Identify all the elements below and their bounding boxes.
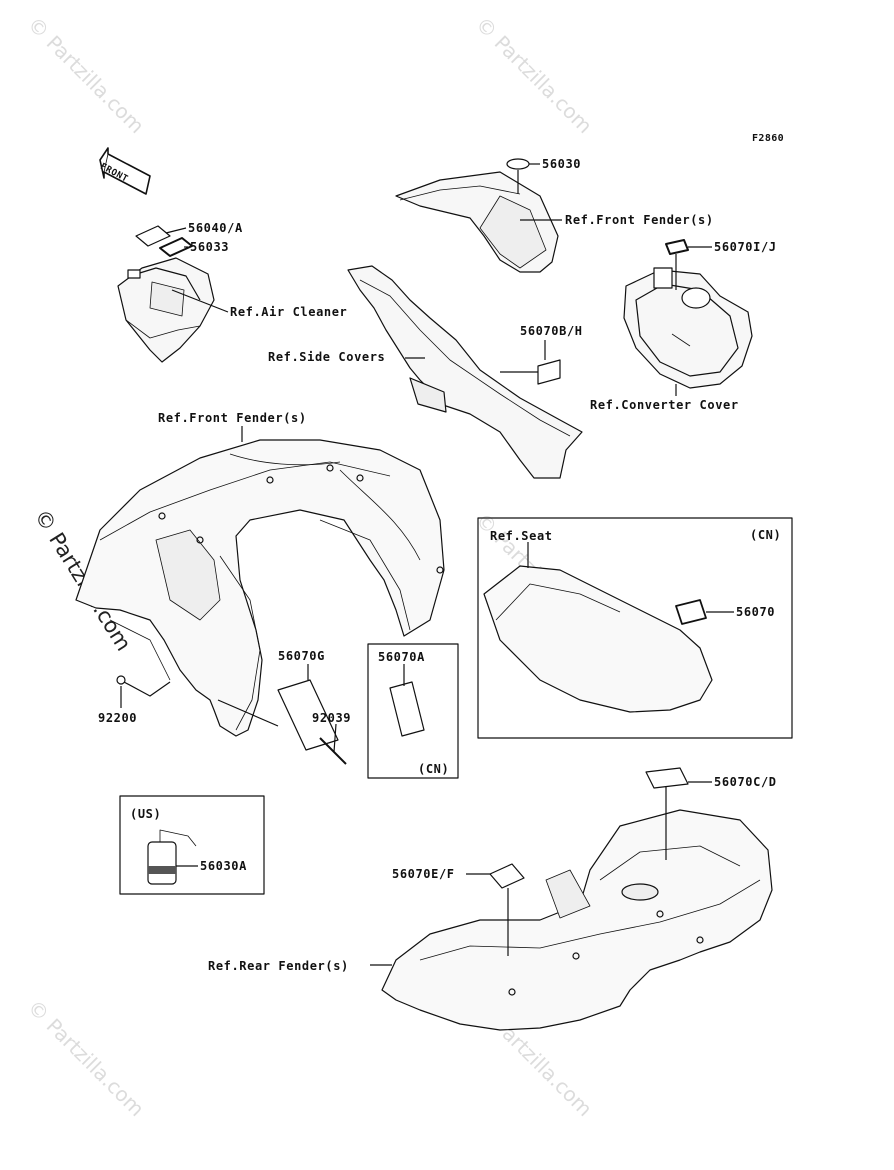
converter-cover-shape (623, 267, 753, 389)
part-56070ef[interactable]: 56070E/F (392, 867, 455, 881)
ref-air-cleaner: Ref.Air Cleaner (230, 305, 348, 319)
part-56033[interactable]: 56033 (190, 240, 230, 254)
decal-56070ef (489, 863, 525, 889)
box-56070a (367, 643, 459, 779)
tie-92039 (319, 737, 347, 765)
diagram-code: F2860 (752, 133, 785, 144)
part-56070bh[interactable]: 56070B/H (520, 324, 583, 338)
front-fender-top-shape (395, 171, 559, 273)
ref-front-fender-main: Ref.Front Fender(s) (158, 411, 307, 425)
ref-side-covers: Ref.Side Covers (268, 350, 386, 364)
clip-92200 (116, 675, 126, 685)
air-cleaner-shape (117, 257, 215, 363)
decal-56070cd (645, 767, 689, 789)
part-56070ij[interactable]: 56070I/J (714, 240, 777, 254)
ref-converter-cover: Ref.Converter Cover (590, 398, 739, 412)
part-56030[interactable]: 56030 (542, 157, 582, 171)
part-92200[interactable]: 92200 (98, 711, 138, 725)
decal-56070bh (537, 359, 561, 385)
part-56070[interactable]: 56070 (736, 605, 776, 619)
ref-rear-fender: Ref.Rear Fender(s) (208, 959, 349, 973)
region-us: (US) (130, 807, 162, 821)
ref-front-fender-top: Ref.Front Fender(s) (565, 213, 714, 227)
front-fender-main-shape (75, 439, 445, 737)
decal-56070g (277, 679, 339, 751)
tag-56030a (147, 829, 197, 885)
front-arrow-icon (99, 147, 151, 195)
part-56070a[interactable]: 56070A (378, 650, 425, 664)
part-56040a[interactable]: 56040/A (188, 221, 243, 235)
rear-fender-shape (381, 809, 773, 1031)
decal-56070ij (665, 239, 689, 255)
part-92039[interactable]: 92039 (312, 711, 352, 725)
part-56030a[interactable]: 56030A (200, 859, 247, 873)
grommet-56030 (506, 158, 530, 170)
side-covers-shape (347, 265, 583, 479)
box-seat (477, 517, 793, 739)
decal-56040 (135, 225, 171, 247)
decal-56033 (159, 237, 193, 257)
part-56070cd[interactable]: 56070C/D (714, 775, 777, 789)
seat-shape (483, 565, 713, 713)
box-us (119, 795, 265, 895)
decal-56070-seat (675, 599, 707, 625)
part-56070g[interactable]: 56070G (278, 649, 325, 663)
region-cn: (CN) (418, 762, 450, 776)
region-cn-seat: (CN) (750, 528, 782, 542)
ref-seat: Ref.Seat (490, 529, 553, 543)
